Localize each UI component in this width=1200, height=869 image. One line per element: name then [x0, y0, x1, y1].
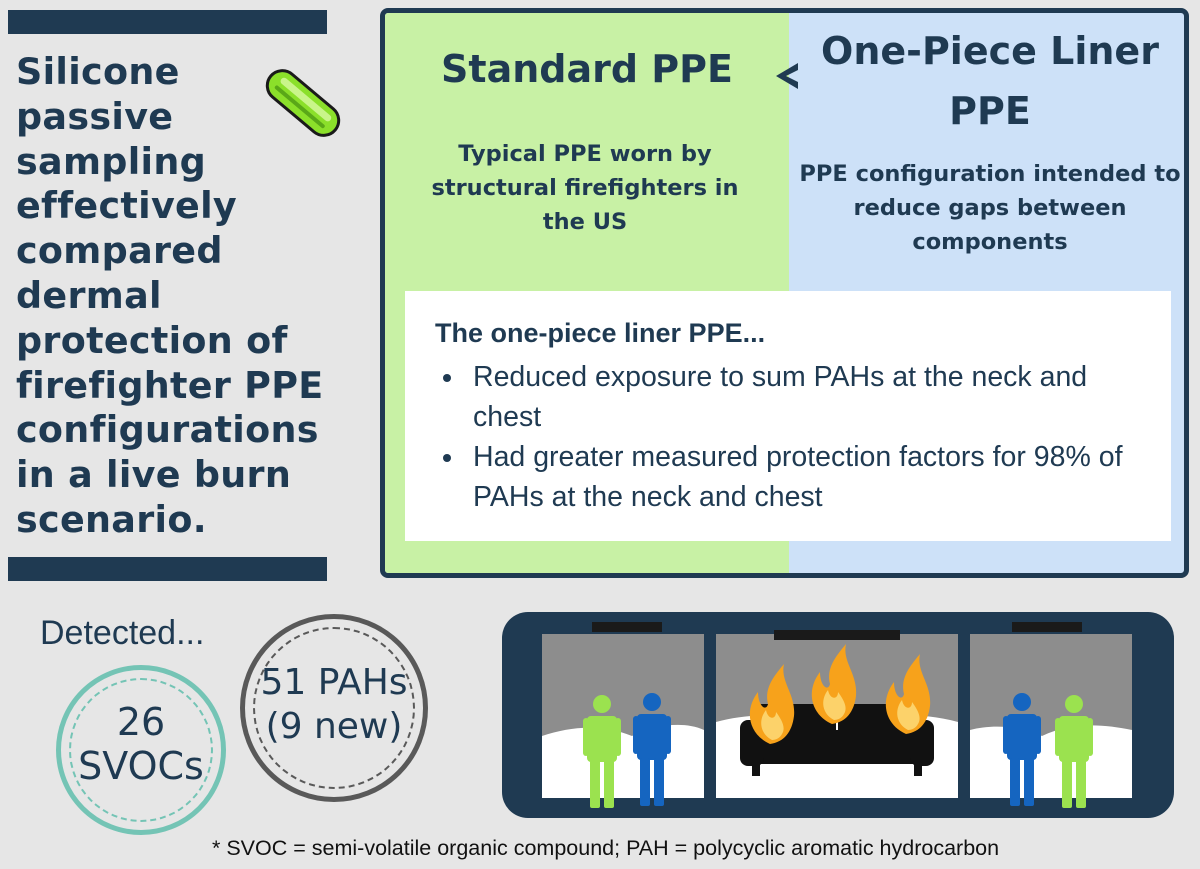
pah-count-badge: 51 PAHs (9 new)	[240, 614, 428, 802]
finding-item: Had greater measured protection factors …	[441, 437, 1151, 517]
svoc-count: 26	[116, 700, 166, 744]
top-divider-bar	[8, 10, 327, 34]
findings-heading: The one-piece liner PPE...	[435, 318, 766, 348]
svoc-label: SVOCs	[78, 744, 204, 788]
ceiling-vent	[774, 630, 900, 640]
badge-ring	[253, 627, 415, 789]
ppe-comparison-panel: Standard PPE Typical PPE worn by structu…	[380, 8, 1189, 578]
badge-ring	[69, 678, 213, 822]
findings-list: Reduced exposure to sum PAHs at the neck…	[441, 357, 1151, 517]
silicone-wristband-sampler-icon	[265, 69, 341, 137]
liner-ppe-title: One-Piece Liner PPE	[821, 29, 1159, 133]
smoke-left	[542, 634, 704, 736]
svoc-count-badge: 26 SVOCs	[56, 665, 226, 835]
footnote: * SVOC = semi-volatile organic compound;…	[212, 836, 1000, 860]
firefighter-live-burn-scene-illustration	[502, 612, 1174, 818]
liner-ppe-description: PPE configuration intended to reduce gap…	[799, 161, 1181, 255]
standard-ppe-description: Typical PPE worn by structural firefight…	[431, 141, 739, 235]
finding-item: Reduced exposure to sum PAHs at the neck…	[441, 357, 1151, 437]
standard-ppe-title: Standard PPE	[441, 47, 733, 91]
headline: Silicone passive sampling effectively co…	[16, 50, 324, 541]
pah-new-count: (9 new)	[265, 706, 403, 747]
detected-label: Detected...	[40, 614, 205, 652]
chevron-left-icon	[776, 63, 798, 89]
bottom-divider-bar	[8, 557, 327, 581]
findings-box: The one-piece liner PPE... Reduced expos…	[405, 291, 1171, 541]
smoke-right	[970, 634, 1132, 736]
pah-count: 51 PAHs	[260, 662, 408, 703]
